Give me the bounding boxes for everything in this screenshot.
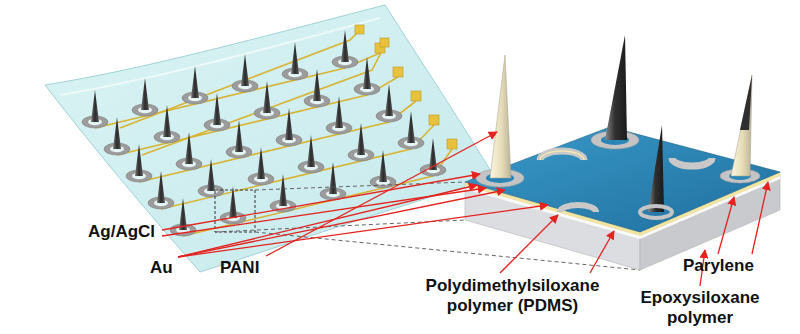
contact-pad [429, 115, 439, 125]
electrode-ring [640, 206, 672, 218]
microneedle [226, 120, 252, 158]
part-label: Ag/AgCl [88, 222, 155, 242]
microneedle [176, 132, 202, 170]
microneedle [376, 84, 402, 122]
part-label: PANI [220, 258, 259, 278]
microneedle [254, 81, 280, 119]
part-label: Epoxysiloxane polymer [630, 288, 770, 328]
part-label: Au [150, 258, 173, 278]
flexible-substrate [45, 5, 495, 272]
microneedle [132, 78, 158, 116]
contact-pad [380, 38, 389, 47]
microneedle [82, 90, 108, 128]
microneedle [354, 57, 380, 95]
microneedle [370, 150, 396, 188]
microneedle [126, 144, 152, 182]
contact-pads [355, 25, 457, 149]
microneedle [282, 42, 308, 80]
contact-pad [393, 67, 403, 77]
needle-cone [731, 75, 752, 176]
zoom-line [255, 182, 465, 190]
microneedle [304, 69, 330, 107]
microneedle [348, 123, 374, 161]
leader-line [718, 197, 734, 254]
needle-tip [740, 75, 752, 130]
part-label: Parylene [683, 256, 754, 276]
contact-pad [355, 25, 364, 34]
contact-pad [411, 91, 421, 101]
microneedle [170, 198, 196, 236]
zoomed-block [465, 35, 780, 270]
microneedle [326, 96, 352, 134]
trace [120, 30, 360, 128]
microneedle [220, 186, 246, 224]
microneedle [232, 54, 258, 92]
half-ring-edge [540, 151, 584, 160]
microneedle [198, 159, 224, 197]
leader-line [590, 231, 614, 273]
microneedle [332, 30, 358, 68]
half-ring-electrode [560, 205, 596, 212]
half-ring-electrode [672, 158, 712, 166]
leader-line [500, 215, 558, 273]
microneedle [276, 108, 302, 146]
microneedle [420, 138, 446, 176]
needle-cone [490, 55, 511, 178]
leader-line [178, 205, 548, 257]
microneedle [398, 111, 424, 149]
microneedle [270, 174, 296, 212]
sheet-highlight [60, 18, 380, 95]
microneedle [154, 105, 180, 143]
microneedle [104, 117, 130, 155]
leader-line [266, 132, 497, 256]
microneedle [248, 147, 274, 185]
gold-traces [95, 30, 452, 236]
leader-lines [162, 132, 768, 286]
needle-cone [605, 35, 627, 140]
contact-pad [447, 139, 457, 149]
block-top-face [465, 127, 780, 232]
microneedle [148, 171, 174, 209]
needle-cone [648, 125, 664, 212]
microneedle [204, 93, 230, 131]
leader-line [752, 182, 768, 254]
microneedle [320, 162, 346, 200]
microneedle [298, 135, 324, 173]
microneedle [182, 66, 208, 104]
part-label: Polydimethylsiloxane polymer (PDMS) [405, 276, 620, 316]
half-ring-electrode [540, 151, 584, 160]
leader-line [178, 190, 505, 257]
